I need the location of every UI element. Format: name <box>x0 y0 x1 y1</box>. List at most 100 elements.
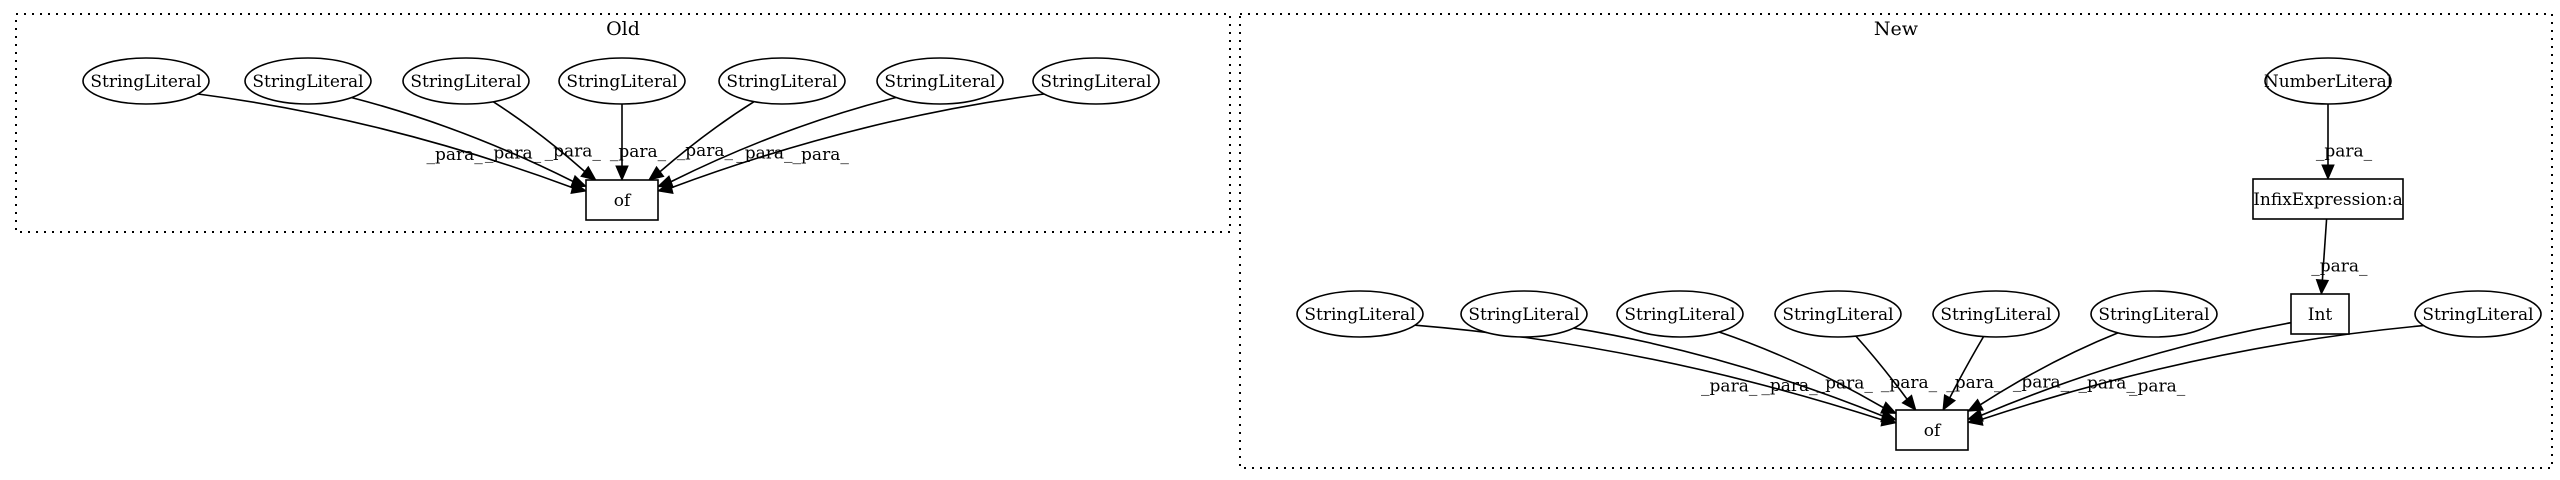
edge-o7-oOf: _para_ <box>656 93 1045 195</box>
node-o2: StringLiteral <box>244 57 372 105</box>
edge-line <box>1979 332 2119 406</box>
node-label: StringLiteral <box>1468 305 1579 325</box>
node-o1: StringLiteral <box>82 57 210 105</box>
node-o6: StringLiteral <box>876 57 1004 105</box>
edge-n6-nOf: _para_ <box>1966 332 2119 412</box>
node-label: StringLiteral <box>1304 305 1415 325</box>
node-label: of <box>1924 421 1942 441</box>
edges-layer: _para__para__para__para__para__para__par… <box>197 93 2424 427</box>
arrowhead-icon <box>1966 412 1984 426</box>
edge-nInfix-nInt: _para_ <box>2311 218 2368 296</box>
edge-nNum-nInfix: _para_ <box>2316 103 2373 181</box>
node-nOf: of <box>1895 409 1969 451</box>
edge-label: _para_ <box>545 141 602 161</box>
edge-label: _para_ <box>2316 142 2373 162</box>
node-n1: StringLiteral <box>1296 290 1424 338</box>
node-n2: StringLiteral <box>1460 290 1588 338</box>
ellipse-node-shape <box>82 57 210 105</box>
ellipse-node-shape <box>402 57 530 105</box>
cluster-old: Old <box>15 13 1231 233</box>
node-label: StringLiteral <box>252 72 363 92</box>
box-node-shape <box>1895 409 1969 451</box>
edge-n3-nOf: _para_ <box>1718 331 1898 414</box>
ellipse-node-shape <box>2264 57 2392 105</box>
ellipse-node-shape <box>1460 290 1588 338</box>
arrowhead-icon <box>1880 401 1898 414</box>
clusters-layer: Old New <box>15 13 2553 469</box>
box-node-shape <box>2252 178 2404 220</box>
edge-label: _para_ <box>2311 257 2368 277</box>
ellipse-node-shape <box>1296 290 1424 338</box>
node-label: StringLiteral <box>1040 72 1151 92</box>
edge-line <box>671 93 1045 189</box>
cluster-label-new: New <box>1874 18 1919 40</box>
node-label: StringLiteral <box>566 72 677 92</box>
edge-line <box>1949 336 1985 399</box>
node-label: StringLiteral <box>884 72 995 92</box>
edge-label: _para_ <box>1946 373 2003 393</box>
edge-label: _para_ <box>1817 374 1874 394</box>
node-label: StringLiteral <box>726 72 837 92</box>
ellipse-node-shape <box>2414 290 2542 338</box>
node-nNum: NumberLiteral <box>2264 57 2392 105</box>
arrowhead-icon <box>2321 164 2335 181</box>
ellipse-node-shape <box>558 57 686 105</box>
cluster-label-old: Old <box>606 18 640 40</box>
edge-label: _para_ <box>736 144 793 164</box>
edge-label: _para_ <box>793 145 850 165</box>
ellipse-node-shape <box>718 57 846 105</box>
node-label: StringLiteral <box>2422 305 2533 325</box>
edge-n7-nOf: _para_ <box>1966 324 2424 426</box>
node-label: Int <box>2308 305 2333 325</box>
edge-label: _para_ <box>610 142 667 162</box>
edge-line <box>1981 324 2424 421</box>
edge-line <box>1981 321 2292 416</box>
node-label: StringLiteral <box>1782 305 1893 325</box>
arrowhead-icon <box>1942 393 1957 412</box>
ellipse-node-shape <box>1932 290 2060 338</box>
edge-label: _para_ <box>1701 377 1758 397</box>
ellipse-node-shape <box>1616 290 1744 338</box>
node-o7: StringLiteral <box>1032 57 1160 105</box>
edge-line <box>1415 324 1883 421</box>
node-label: InfixExpression:a <box>2253 190 2403 210</box>
edge-line <box>670 96 897 183</box>
node-label: of <box>614 191 632 211</box>
edge-line <box>1718 331 1884 409</box>
node-n4: StringLiteral <box>1774 290 1902 338</box>
ellipse-node-shape <box>2090 290 2218 338</box>
edge-o2-oOf: _para_ <box>351 96 588 188</box>
node-n6: StringLiteral <box>2090 290 2218 338</box>
cluster-new: New <box>1239 13 2553 469</box>
edge-n5-nOf: _para_ <box>1942 336 2003 412</box>
edge-line <box>351 96 574 183</box>
edge-label: _para_ <box>2129 377 2186 397</box>
arrowhead-icon <box>656 180 674 195</box>
node-label: StringLiteral <box>2098 305 2209 325</box>
node-o3: StringLiteral <box>402 57 530 105</box>
edge-label: _para_ <box>1881 373 1938 393</box>
arrowhead-icon <box>615 165 629 182</box>
edge-line <box>2321 218 2328 281</box>
node-n5: StringLiteral <box>1932 290 2060 338</box>
edge-label: _para_ <box>485 144 542 164</box>
node-n7: StringLiteral <box>2414 290 2542 338</box>
edge-line <box>659 100 755 173</box>
edge-label: _para_ <box>426 145 483 165</box>
node-label: StringLiteral <box>90 72 201 92</box>
node-n3: StringLiteral <box>1616 290 1744 338</box>
node-label: StringLiteral <box>1940 305 2051 325</box>
cluster-frame-new <box>1239 13 2553 469</box>
box-node-shape <box>2290 293 2350 335</box>
node-label: StringLiteral <box>1624 305 1735 325</box>
edge-label: _para_ <box>677 141 734 161</box>
arrowhead-icon <box>1966 398 1984 412</box>
node-label: NumberLiteral <box>2264 72 2392 92</box>
edge-label: _para_ <box>2013 372 2070 392</box>
arrowhead-icon <box>570 174 588 188</box>
edge-o4-oOf: _para_ <box>610 104 667 182</box>
node-o4: StringLiteral <box>558 57 686 105</box>
edge-line <box>1855 335 1908 400</box>
